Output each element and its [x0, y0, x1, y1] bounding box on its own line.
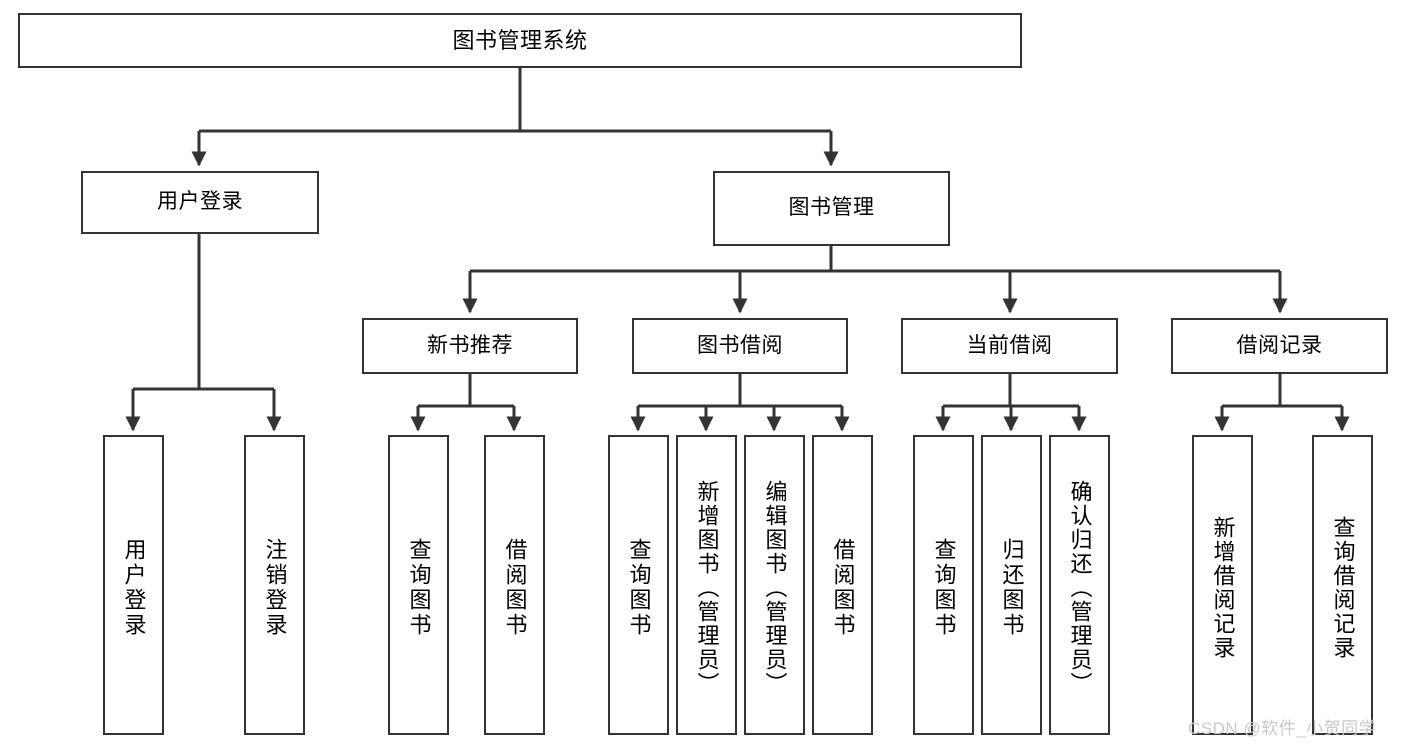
node-book-borrow-label: 图书借阅: [697, 333, 783, 357]
node-leaf-confirm-return[interactable]: 确认归还（管理员）: [1049, 435, 1110, 735]
node-leaf-add-record[interactable]: 新增借阅记录: [1192, 435, 1253, 735]
node-leaf-query-record-label: 查询借阅记录: [1330, 516, 1356, 660]
node-leaf-user-logout-label: 注销登录: [262, 538, 288, 638]
node-current-borrow[interactable]: 当前借阅: [901, 318, 1118, 374]
node-user-login[interactable]: 用户登录: [81, 171, 319, 234]
node-book-manage-label: 图书管理: [788, 196, 875, 220]
node-new-book-recommend[interactable]: 新书推荐: [362, 318, 578, 374]
node-leaf-confirm-return-label: 确认归还（管理员）: [1067, 480, 1093, 696]
node-leaf-user-login-label: 用户登录: [121, 538, 147, 638]
node-root-label: 图书管理系统: [452, 27, 588, 53]
node-root[interactable]: 图书管理系统: [18, 13, 1022, 68]
watermark-text: CSDN @软件_小贺同学: [1188, 719, 1377, 738]
node-leaf-add-book-label: 新增图书（管理员）: [694, 480, 720, 696]
node-leaf-add-record-label: 新增借阅记录: [1210, 516, 1236, 660]
node-leaf-query-book-1-label: 查询图书: [406, 538, 432, 638]
node-book-borrow[interactable]: 图书借阅: [632, 318, 848, 374]
node-user-login-label: 用户登录: [157, 190, 243, 214]
node-leaf-edit-book[interactable]: 编辑图书（管理员）: [744, 435, 805, 735]
node-leaf-query-book-2[interactable]: 查询图书: [608, 435, 669, 735]
node-borrow-record[interactable]: 借阅记录: [1171, 318, 1388, 374]
node-leaf-return-book-label: 归还图书: [999, 538, 1025, 638]
node-leaf-query-book-3-label: 查询图书: [931, 538, 957, 638]
node-leaf-borrow-book-1[interactable]: 借阅图书: [484, 435, 545, 735]
node-leaf-add-book[interactable]: 新增图书（管理员）: [676, 435, 737, 735]
node-leaf-query-book-2-label: 查询图书: [626, 538, 652, 638]
node-leaf-query-record[interactable]: 查询借阅记录: [1312, 435, 1373, 735]
node-leaf-return-book[interactable]: 归还图书: [981, 435, 1042, 735]
node-leaf-user-logout[interactable]: 注销登录: [244, 435, 305, 735]
node-borrow-record-label: 借阅记录: [1236, 333, 1323, 357]
node-new-book-recommend-label: 新书推荐: [427, 333, 513, 357]
node-leaf-query-book-1[interactable]: 查询图书: [388, 435, 449, 735]
node-leaf-query-book-3[interactable]: 查询图书: [913, 435, 974, 735]
node-leaf-edit-book-label: 编辑图书（管理员）: [762, 480, 788, 696]
node-leaf-borrow-book-1-label: 借阅图书: [502, 538, 528, 638]
node-leaf-borrow-book-2[interactable]: 借阅图书: [812, 435, 873, 735]
node-current-borrow-label: 当前借阅: [966, 333, 1053, 357]
node-leaf-borrow-book-2-label: 借阅图书: [830, 538, 856, 638]
node-leaf-user-login[interactable]: 用户登录: [103, 435, 164, 735]
node-book-manage[interactable]: 图书管理: [713, 171, 950, 246]
